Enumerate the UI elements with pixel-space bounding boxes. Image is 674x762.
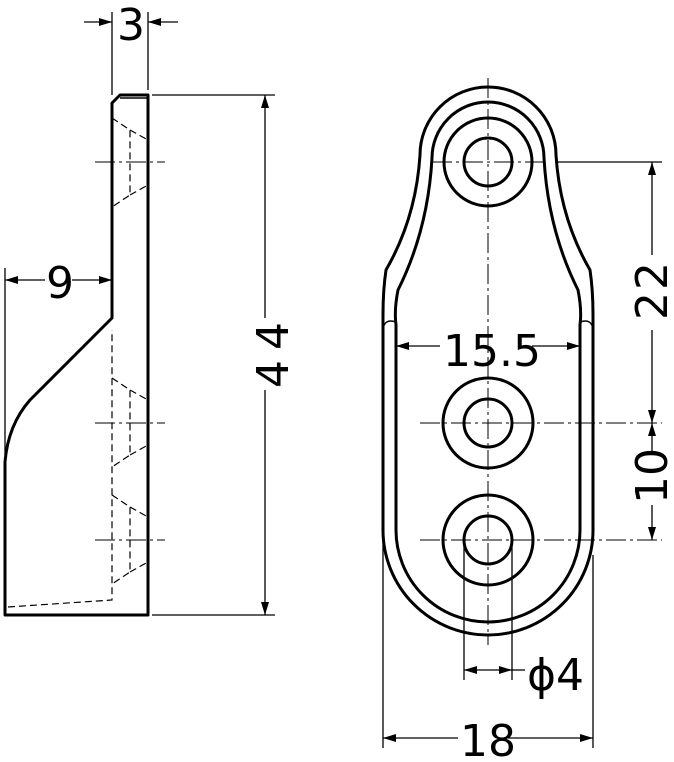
dim-hole-spacing-bottom: 10 [627, 423, 674, 540]
dim-hole-spacing-top: 22 [627, 162, 674, 423]
dim-hole-spacing-top-label: 22 [627, 260, 674, 320]
dim-inner-width: 15.5 [396, 326, 580, 377]
dim-height: 44 [152, 94, 299, 616]
dim-overall-width: 18 [382, 540, 594, 762]
hole-middle [420, 376, 662, 470]
front-view-inner-outline [393, 100, 583, 624]
hole-bottom [420, 493, 662, 587]
dim-offset-label: 9 [46, 258, 74, 309]
countersink-top [95, 117, 165, 208]
countersink-bottom [95, 494, 165, 585]
dim-overall-width-label: 18 [460, 716, 516, 762]
front-view-outer-outline [381, 85, 595, 637]
dim-thickness-label: 3 [117, 0, 145, 51]
dim-offset: 9 [4, 258, 112, 455]
hole-top [432, 116, 544, 208]
side-view-hidden-base [7, 330, 113, 608]
side-view-outline [3, 93, 150, 617]
dim-height-label: 44 [248, 312, 299, 388]
dim-hole-diameter-label: ϕ4 [527, 650, 584, 701]
dim-thickness: 3 [84, 0, 178, 95]
dim-inner-width-label: 15.5 [443, 326, 541, 377]
dim-hole-diameter: ϕ4 [463, 540, 584, 701]
countersink-middle [95, 377, 165, 468]
dim-hole-spacing-bottom-label: 10 [627, 448, 674, 504]
front-view: 22 10 15.5 ϕ4 [381, 78, 674, 762]
side-view: 3 9 44 [3, 0, 299, 617]
